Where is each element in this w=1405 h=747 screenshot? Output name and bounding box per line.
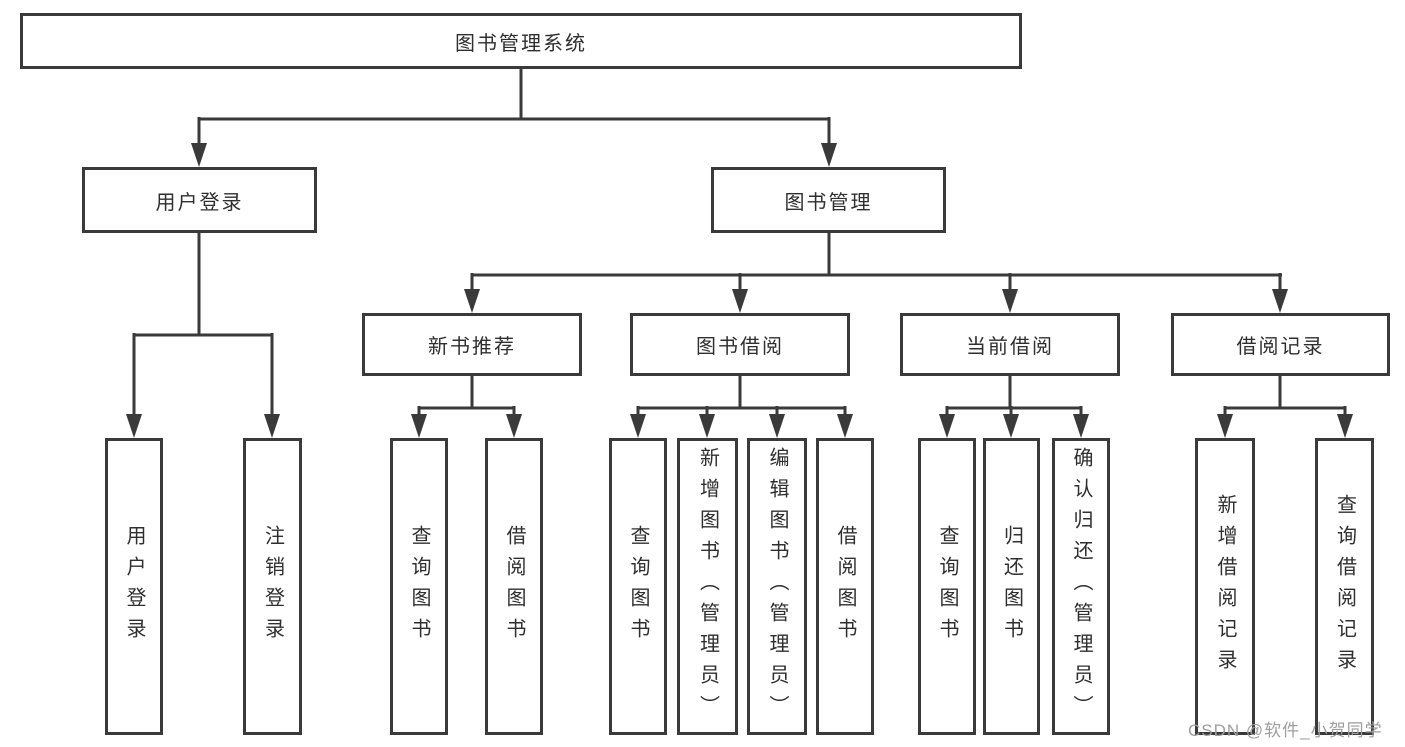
node-current-borrow: 当前借阅 (900, 313, 1120, 376)
watermark: CSDN @软件_小贺同学 (1188, 721, 1383, 740)
leaf-query-books-1: 查询图书 (390, 438, 448, 735)
leaf-confirm-return-admin: 确认归还（管理员） (1052, 438, 1110, 735)
leaf-borrow-books-2: 借阅图书 (816, 438, 874, 735)
node-user-login: 用户登录 (82, 167, 317, 233)
node-borrow-records: 借阅记录 (1171, 313, 1390, 376)
leaf-query-borrow-record: 查询借阅记录 (1315, 438, 1374, 735)
connector-new-books-to-leaves (411, 376, 522, 438)
connector-borrow-records-to-leaves (1217, 376, 1353, 438)
node-book-borrow: 图书借阅 (630, 313, 850, 376)
leaf-edit-books-admin: 编辑图书（管理员） (747, 438, 807, 735)
leaf-borrow-books-1: 借阅图书 (485, 438, 543, 735)
connector-current-borrow-to-leaves (939, 376, 1089, 438)
leaf-query-books-2: 查询图书 (609, 438, 667, 735)
leaf-return-books: 归还图书 (983, 438, 1040, 735)
connector-user-login-to-leaves (126, 233, 280, 438)
leaf-add-borrow-record: 新增借阅记录 (1195, 438, 1255, 735)
leaf-add-books-admin: 新增图书（管理员） (677, 438, 738, 735)
node-book-mgmt: 图书管理 (711, 167, 946, 233)
node-new-books: 新书推荐 (362, 313, 582, 376)
node-root: 图书管理系统 (20, 13, 1022, 69)
connector-root-to-level2 (191, 68, 837, 167)
leaf-logout: 注销登录 (243, 438, 302, 735)
connector-book-borrow-to-leaves (630, 376, 853, 438)
leaf-query-books-3: 查询图书 (918, 438, 976, 735)
leaf-user-login: 用户登录 (105, 438, 163, 735)
connector-book-mgmt-to-sections (464, 233, 1288, 313)
